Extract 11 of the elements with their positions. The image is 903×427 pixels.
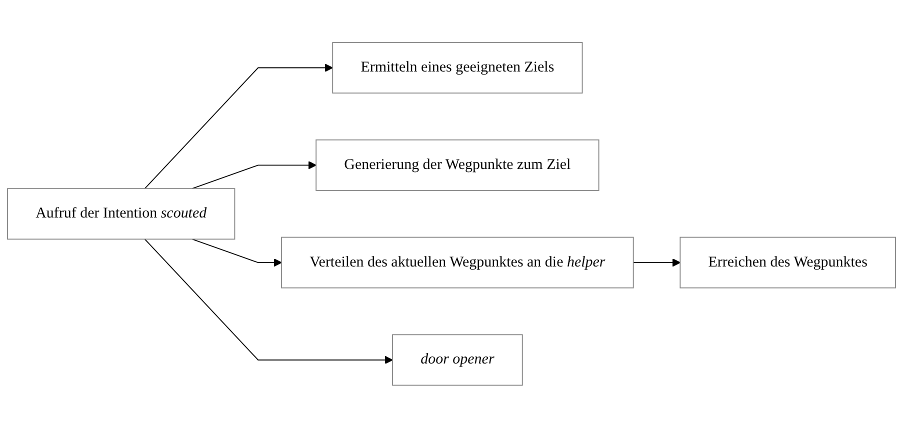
node-box: Aufruf der Intention scouted [7,188,236,240]
node-box: door opener [392,334,523,386]
node-box: Ermitteln eines geeigneten Ziels [332,42,583,94]
arrow [632,258,681,266]
arrow [192,238,282,266]
arrow [144,63,333,189]
node-box: Generierung der Wegpunkte zum Ziel [316,139,600,191]
arrow [192,160,316,189]
arrow [144,238,393,364]
node-box: Erreichen des Wegpunktes [680,236,896,288]
node-box: Verteilen des aktuellen Wegpunktes an die helper [281,236,634,288]
